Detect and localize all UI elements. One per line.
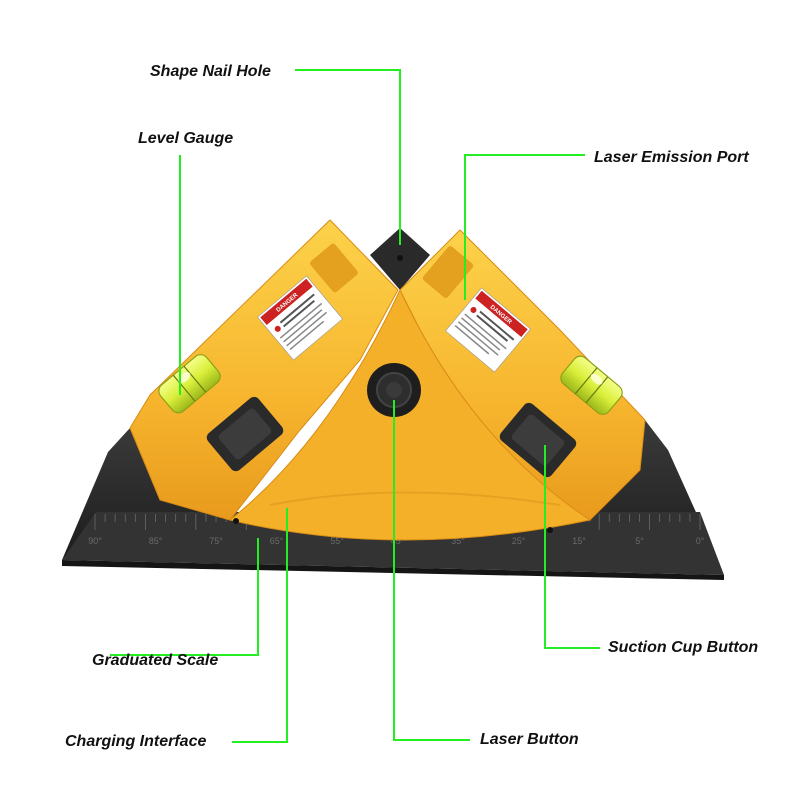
ruler-degree-label: 25° (512, 536, 526, 546)
level-gauge-right (560, 355, 623, 415)
ruler-degree-label: 65° (270, 536, 284, 546)
label-graduated-scale: Graduated Scale (92, 652, 218, 669)
right-emission-port (422, 246, 474, 298)
label-laser-button: Laser Button (480, 731, 579, 748)
left-emission-port (310, 243, 358, 293)
yellow-housing (129, 219, 646, 541)
suction-cup-button-right[interactable] (497, 400, 578, 479)
nail-hole (397, 255, 403, 261)
callout-leaders (110, 69, 600, 743)
leader-graduated-scale (110, 538, 259, 656)
ruler-degree-label: 0° (696, 536, 705, 546)
charging-port (233, 518, 239, 524)
leader-shape-nail-hole (295, 69, 401, 245)
label-laser-emission-port: Laser Emission Port (594, 149, 749, 166)
ruler-degree-label: 90° (88, 536, 102, 546)
leader-laser-emission-port (464, 154, 585, 300)
label-shape-nail-hole: Shape Nail Hole (150, 63, 271, 80)
callout-labels: Shape Nail Hole Level Gauge Laser Emissi… (65, 63, 758, 750)
ruler-degree-label: 5° (635, 536, 644, 546)
laser-button[interactable] (367, 363, 421, 417)
ruler-degree-label: 75° (209, 536, 223, 546)
left-arm (129, 219, 399, 521)
ruler-degree-label: 55° (330, 536, 344, 546)
ruler-degree-label: 45° (391, 536, 405, 546)
ruler-degree-label: 35° (451, 536, 465, 546)
ruler-labels: 90° 85° 75° 65° 55° 45° 35° 25° 15° 5° 0° (88, 536, 705, 546)
leader-charging-interface (232, 508, 288, 743)
label-level-gauge: Level Gauge (138, 130, 233, 147)
suction-cup-button-left[interactable] (204, 394, 285, 473)
warning-sticker-right: DANGER (445, 287, 531, 373)
ruler-degree-label: 15° (572, 536, 586, 546)
leader-laser-button (393, 400, 470, 741)
warning-sticker-left: DANGER (257, 275, 343, 361)
level-gauge-left (158, 354, 221, 414)
leader-suction-cup-button (544, 445, 600, 649)
side-screw (547, 527, 553, 533)
label-suction-cup-button: Suction Cup Button (608, 639, 758, 656)
label-charging-interface: Charging Interface (65, 733, 206, 750)
ruler-degree-label: 85° (149, 536, 163, 546)
